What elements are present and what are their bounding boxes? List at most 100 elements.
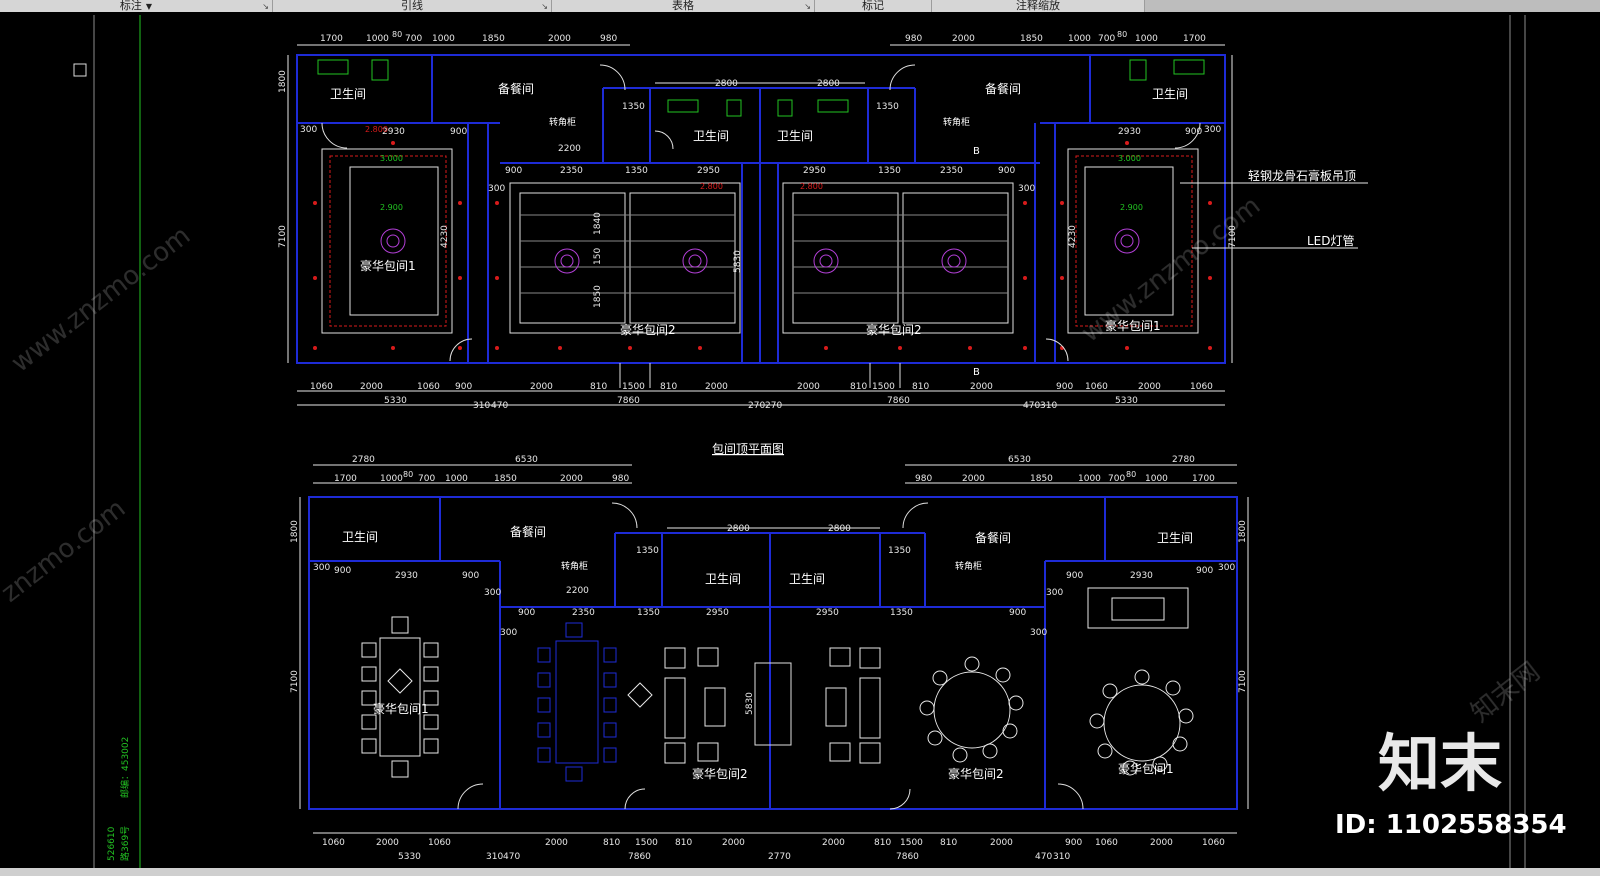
svg-text:5330: 5330: [1115, 396, 1138, 406]
panel-launcher-icon[interactable]: ↘: [262, 2, 269, 11]
ribbon-empty-area: [1145, 0, 1600, 12]
svg-text:1060: 1060: [1202, 838, 1225, 848]
svg-text:980: 980: [612, 474, 629, 484]
svg-text:2000: 2000: [990, 838, 1013, 848]
svg-text:2.900: 2.900: [380, 203, 403, 212]
ribbon-panel-markup-label: 标记: [862, 0, 884, 12]
svg-text:810: 810: [912, 382, 929, 392]
svg-text:1060: 1060: [428, 838, 451, 848]
svg-text:卫生间: 卫生间: [342, 530, 378, 544]
svg-text:7860: 7860: [887, 396, 910, 406]
svg-text:900: 900: [1196, 566, 1213, 576]
svg-text:1700: 1700: [334, 474, 357, 484]
ceiling-recesses: [321, 148, 1199, 334]
panel-launcher-icon[interactable]: ↘: [804, 2, 811, 11]
brand-watermark: 知末 ID: 1102558354: [1335, 727, 1567, 840]
svg-text:980: 980: [600, 34, 617, 44]
svg-text:900: 900: [505, 166, 522, 176]
svg-text:2000: 2000: [548, 34, 571, 44]
svg-text:300: 300: [1046, 588, 1063, 598]
svg-text:1000: 1000: [432, 34, 455, 44]
postcode-text: 邮编：453002: [119, 737, 131, 798]
svg-text:www.znzmo.com: www.znzmo.com: [6, 221, 196, 379]
ribbon-panel-table[interactable]: 表格 ↘: [552, 0, 815, 12]
svg-text:2780: 2780: [352, 455, 375, 465]
svg-text:300: 300: [1030, 628, 1047, 638]
svg-text:2000: 2000: [797, 382, 820, 392]
svg-text:810: 810: [874, 838, 891, 848]
chandeliers: [380, 228, 1140, 274]
svg-text:备餐间: 备餐间: [975, 530, 1011, 545]
svg-text:80: 80: [1117, 30, 1127, 39]
svg-text:1700: 1700: [1183, 34, 1206, 44]
dimension-lines: [299, 464, 1249, 834]
svg-text:2800: 2800: [817, 79, 840, 89]
svg-text:转角柜: 转角柜: [943, 116, 970, 128]
callouts: 轻钢龙骨石膏板吊顶 LED灯管 B B: [973, 146, 1368, 378]
svg-text:2950: 2950: [816, 608, 839, 618]
doors: [321, 64, 1201, 388]
svg-text:300: 300: [1204, 125, 1221, 135]
svg-text:豪华包间1: 豪华包间1: [360, 258, 416, 273]
ribbon-panel-markup[interactable]: 标记: [815, 0, 932, 12]
address-text: 路369号: [119, 826, 131, 861]
svg-text:900: 900: [518, 608, 535, 618]
ribbon-panel-leader-label: 引线: [401, 0, 423, 12]
svg-text:B: B: [973, 367, 980, 378]
svg-text:2800: 2800: [828, 524, 851, 534]
svg-text:2950: 2950: [697, 166, 720, 176]
svg-text:卫生间: 卫生间: [777, 129, 813, 143]
svg-text:2350: 2350: [940, 166, 963, 176]
svg-text:1850: 1850: [1030, 474, 1053, 484]
svg-text:7860: 7860: [617, 396, 640, 406]
svg-text:2000: 2000: [822, 838, 845, 848]
svg-text:备餐间: 备餐间: [985, 81, 1021, 96]
svg-text:1000: 1000: [380, 474, 403, 484]
phone-text: 526610: [107, 826, 117, 861]
svg-text:700: 700: [418, 474, 435, 484]
svg-text:1350: 1350: [625, 166, 648, 176]
svg-text:900: 900: [1066, 571, 1083, 581]
dropdown-arrow-icon[interactable]: ▼: [145, 2, 153, 11]
svg-text:900: 900: [1185, 127, 1202, 137]
svg-text:900: 900: [1009, 608, 1026, 618]
ribbon-panel-annotation[interactable]: 标注▼ ↘: [0, 0, 273, 12]
svg-text:卫生间: 卫生间: [1152, 87, 1188, 101]
svg-text:300: 300: [484, 588, 501, 598]
cad-drawing-canvas[interactable]: 邮编：453002 路369号 526610: [0, 12, 1600, 874]
svg-text:1000: 1000: [1068, 34, 1091, 44]
svg-text:知末网: 知末网: [1466, 657, 1546, 729]
svg-text:470: 470: [1023, 401, 1040, 411]
svg-text:卫生间: 卫生间: [705, 572, 741, 586]
svg-text:810: 810: [675, 838, 692, 848]
viewport-checkbox[interactable]: [73, 63, 87, 77]
svg-text:6530: 6530: [1008, 455, 1031, 465]
svg-text:2930: 2930: [1118, 127, 1141, 137]
svg-text:2200: 2200: [566, 586, 589, 596]
svg-text:310: 310: [1040, 401, 1057, 411]
svg-text:470: 470: [1035, 852, 1052, 862]
ribbon-panel-leader[interactable]: 引线 ↘: [273, 0, 552, 12]
svg-text:4230: 4230: [440, 225, 450, 248]
brand-logo-text: 知末: [1378, 727, 1502, 800]
svg-text:1000: 1000: [1078, 474, 1101, 484]
panel-launcher-icon[interactable]: ↘: [541, 2, 548, 11]
svg-text:2.800: 2.800: [800, 182, 823, 191]
svg-text:1500: 1500: [872, 382, 895, 392]
top-plan-dimensions: 1700 1000 80 700 1000 1850 2000 980 980 …: [278, 30, 1238, 411]
svg-text:300: 300: [500, 628, 517, 638]
round-table-chairs: [919, 656, 1194, 776]
svg-text:700: 700: [1108, 474, 1125, 484]
svg-text:2000: 2000: [952, 34, 975, 44]
ribbon-panel-annotation-scaling[interactable]: 注释缩放: [932, 0, 1145, 12]
svg-text:810: 810: [940, 838, 957, 848]
svg-text:转角柜: 转角柜: [549, 116, 576, 128]
svg-text:2.800: 2.800: [365, 125, 388, 134]
svg-text:1500: 1500: [900, 838, 923, 848]
svg-text:备餐间: 备餐间: [510, 524, 546, 539]
ceiling-callout: 轻钢龙骨石膏板吊顶: [1248, 168, 1356, 183]
svg-text:2950: 2950: [803, 166, 826, 176]
svg-text:900: 900: [1065, 838, 1082, 848]
svg-text:1060: 1060: [310, 382, 333, 392]
svg-text:1350: 1350: [622, 102, 645, 112]
